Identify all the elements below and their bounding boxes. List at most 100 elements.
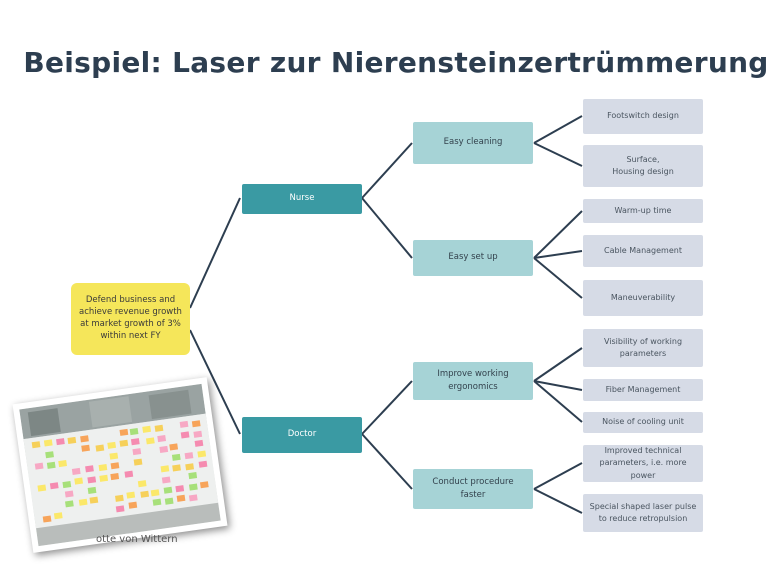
sticky-note xyxy=(65,500,74,507)
node-footswitch-design-label: Footswitch design xyxy=(607,110,679,122)
sticky-note xyxy=(134,459,143,466)
connector-faster-pulse xyxy=(534,489,582,513)
sticky-note xyxy=(132,448,141,455)
sticky-note xyxy=(195,440,204,447)
sticky-note xyxy=(200,481,209,488)
sticky-note xyxy=(155,425,164,432)
node-improve-ergonomics: Improve working ergonomics xyxy=(413,362,533,400)
node-nurse: Nurse xyxy=(242,184,362,214)
node-improved-technical-parameters-label: Improved technical parameters, i.e. more… xyxy=(587,445,699,482)
sticky-note xyxy=(164,487,173,494)
node-easy-set-up-label: Easy set up xyxy=(448,251,497,264)
sticky-note xyxy=(169,443,178,450)
sticky-note xyxy=(162,476,171,483)
connector-root-nurse xyxy=(190,198,240,308)
connector-setup-warmup xyxy=(534,211,582,258)
workshop-photo-image xyxy=(19,384,220,546)
photo-caption: otte von Wittern xyxy=(96,534,178,545)
node-fiber-management-label: Fiber Management xyxy=(606,384,681,396)
connector-nurse-setup xyxy=(362,198,412,258)
sticky-note xyxy=(81,445,90,452)
sticky-note xyxy=(74,478,83,485)
sticky-note xyxy=(151,489,160,496)
node-improved-technical-parameters: Improved technical parameters, i.e. more… xyxy=(583,445,703,482)
sticky-note xyxy=(89,497,98,504)
sticky-note xyxy=(110,473,119,480)
node-conduct-faster-label: Conduct procedure faster xyxy=(432,476,513,502)
sticky-note xyxy=(124,471,133,478)
connector-setup-maneuver xyxy=(534,258,582,298)
node-visibility-parameters-label: Visibility of working parameters xyxy=(587,336,699,361)
sticky-note xyxy=(45,451,54,458)
node-laser-pulse-label: Special shaped laser pulse to reduce ret… xyxy=(587,501,699,526)
connector-nurse-cleaning xyxy=(362,143,412,198)
sticky-note xyxy=(189,494,198,501)
sticky-note xyxy=(177,495,186,502)
sticky-note xyxy=(142,426,151,433)
node-surface-housing: Surface, Housing design xyxy=(583,145,703,187)
sticky-note xyxy=(161,465,170,472)
sticky-note xyxy=(180,421,189,428)
connector-faster-params xyxy=(534,463,582,489)
node-footswitch-design: Footswitch design xyxy=(583,99,703,134)
sticky-note xyxy=(181,431,190,438)
sticky-note xyxy=(185,463,194,470)
sticky-note xyxy=(199,461,208,468)
sticky-note xyxy=(185,452,194,459)
sticky-note xyxy=(175,485,184,492)
sticky-note xyxy=(109,453,118,460)
sticky-note xyxy=(99,475,108,482)
sticky-note xyxy=(146,437,155,444)
connector-doctor-faster xyxy=(362,434,412,489)
sticky-note xyxy=(80,435,89,442)
sticky-note xyxy=(44,439,53,446)
sticky-note xyxy=(131,438,140,445)
node-noise-cooling: Noise of cooling unit xyxy=(583,412,703,433)
sticky-note xyxy=(157,435,166,442)
sticky-note xyxy=(85,465,94,472)
sticky-note xyxy=(172,464,181,471)
node-fiber-management: Fiber Management xyxy=(583,379,703,401)
sticky-note xyxy=(128,502,137,509)
node-cable-management-label: Cable Management xyxy=(604,245,682,257)
node-noise-cooling-label: Noise of cooling unit xyxy=(602,416,684,428)
sticky-note xyxy=(189,484,198,491)
node-doctor-label: Doctor xyxy=(288,428,316,441)
node-laser-pulse: Special shaped laser pulse to reduce ret… xyxy=(583,494,703,532)
node-nurse-label: Nurse xyxy=(290,192,315,205)
sticky-note xyxy=(138,480,147,487)
node-easy-set-up: Easy set up xyxy=(413,240,533,276)
sticky-note xyxy=(50,482,59,489)
sticky-note xyxy=(116,505,125,512)
sticky-note xyxy=(87,476,96,483)
sticky-note xyxy=(165,498,174,505)
sticky-note xyxy=(197,450,206,457)
connector-doctor-ergonomics xyxy=(362,381,412,434)
sticky-note xyxy=(172,454,181,461)
sticky-note xyxy=(58,460,67,467)
sticky-note xyxy=(140,491,149,498)
node-warmup-time-label: Warm-up time xyxy=(615,205,672,217)
sticky-note xyxy=(153,499,162,506)
sticky-note xyxy=(47,462,56,469)
sticky-note xyxy=(120,429,129,436)
node-improve-ergonomics-label: Improve working ergonomics xyxy=(417,368,529,394)
connector-ergo-fiber xyxy=(534,381,582,390)
sticky-note xyxy=(67,437,76,444)
sticky-note xyxy=(107,442,116,449)
sticky-note xyxy=(43,515,52,522)
sticky-note xyxy=(188,472,197,479)
node-conduct-faster: Conduct procedure faster xyxy=(413,469,533,509)
sticky-note xyxy=(56,438,65,445)
sticky-note xyxy=(96,445,105,452)
connector-ergo-visibility xyxy=(534,348,582,381)
sticky-note xyxy=(99,464,108,471)
sticky-note xyxy=(130,428,139,435)
sticky-note xyxy=(115,495,124,502)
node-easy-cleaning-label: Easy cleaning xyxy=(444,136,503,149)
sticky-note xyxy=(62,481,71,488)
node-surface-housing-label: Surface, Housing design xyxy=(612,154,674,179)
node-maneuverability-label: Maneuverability xyxy=(611,292,675,304)
sticky-notes-wall xyxy=(19,384,220,546)
root-goal-box: Defend business and achieve revenue grow… xyxy=(71,283,190,355)
